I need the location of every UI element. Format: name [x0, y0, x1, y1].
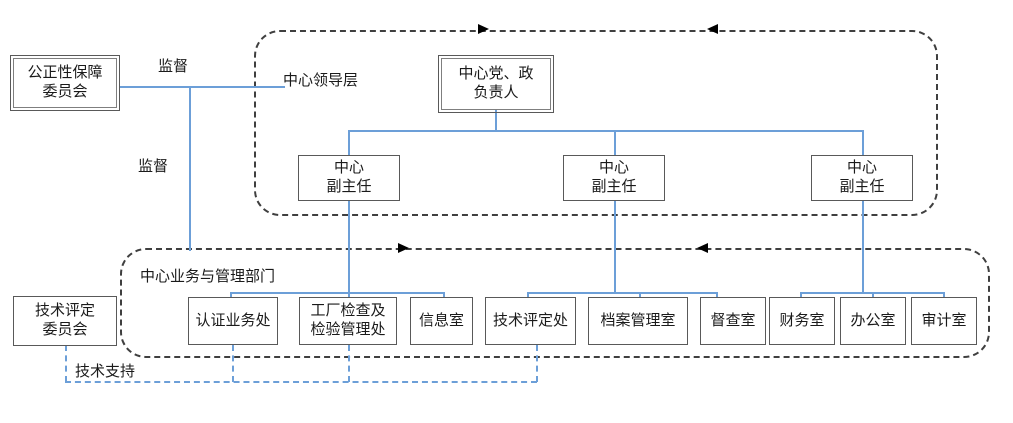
- box-department-supervision[interactable]: 督查室: [700, 297, 766, 345]
- group-leadership-boundary: [254, 30, 938, 216]
- tech-support-riser-cert: [232, 345, 234, 382]
- box-department-tech-evaluation-label: 技术评定处: [492, 312, 568, 329]
- box-impartiality-committee[interactable]: 公正性保障 委员会: [10, 55, 120, 111]
- box-department-office[interactable]: 办公室: [840, 297, 906, 345]
- box-deputy-director-3-label: 中心 副主任: [839, 160, 885, 195]
- box-department-information-label: 信息室: [418, 312, 464, 329]
- tech-support-riser-factory: [348, 345, 350, 382]
- arrow-left-leadership-icon: [707, 24, 718, 34]
- tech-support-riser-tech: [536, 345, 538, 382]
- box-party-admin-head[interactable]: 中心党、政 负责人: [438, 55, 554, 113]
- box-department-archives-label: 档案管理室: [600, 312, 676, 329]
- box-department-tech-evaluation[interactable]: 技术评定处: [485, 297, 576, 345]
- box-department-certification-label: 认证业务处: [195, 312, 271, 329]
- deputy-2-to-departments-line: [614, 200, 616, 293]
- box-party-admin-head-label: 中心党、政 负责人: [458, 66, 534, 101]
- arrow-right-departments-icon: [398, 243, 409, 253]
- dept-bus-group-1: [230, 292, 445, 294]
- edge-label-supervise-top: 监督: [158, 59, 189, 75]
- box-department-finance[interactable]: 财务室: [769, 297, 835, 345]
- box-department-factory-inspection-label: 工厂检查及 检验管理处: [310, 303, 386, 338]
- box-department-audit[interactable]: 审计室: [911, 297, 977, 345]
- box-deputy-director-2[interactable]: 中心 副主任: [563, 155, 665, 201]
- box-department-finance-label: 财务室: [779, 312, 825, 329]
- edge-label-supervise-bottom: 监督: [138, 159, 169, 175]
- group-label-departments: 中心业务与管理部门: [140, 269, 276, 285]
- box-deputy-director-2-label: 中心 副主任: [591, 160, 637, 195]
- box-department-information[interactable]: 信息室: [410, 297, 473, 345]
- box-department-archives[interactable]: 档案管理室: [588, 297, 688, 345]
- box-deputy-director-1-label: 中心 副主任: [326, 160, 372, 195]
- box-tech-committee[interactable]: 技术评定 委员会: [13, 296, 117, 346]
- deputies-bus-line: [348, 130, 864, 132]
- arrow-right-leadership-icon: [478, 24, 489, 34]
- box-department-factory-inspection[interactable]: 工厂检查及 检验管理处: [299, 297, 397, 345]
- dept-bus-group-2: [527, 292, 718, 294]
- box-department-supervision-label: 督查室: [710, 312, 756, 329]
- supervise-line-vertical: [189, 86, 191, 251]
- deputy-3-to-departments-line: [862, 200, 864, 293]
- deputy-1-drop-line: [348, 130, 350, 155]
- supervise-line-horizontal: [119, 86, 285, 88]
- edge-label-tech-support: 技术支持: [75, 364, 136, 380]
- box-department-audit-label: 审计室: [921, 312, 967, 329]
- box-deputy-director-3[interactable]: 中心 副主任: [811, 155, 913, 201]
- arrow-left-departments-icon: [697, 243, 708, 253]
- group-label-leadership: 中心领导层: [283, 73, 359, 89]
- box-tech-committee-label: 技术评定 委员会: [34, 303, 95, 338]
- deputy-1-to-departments-line: [348, 200, 350, 293]
- head-stem-line: [495, 110, 497, 131]
- tech-support-horizontal-line: [65, 381, 537, 383]
- box-impartiality-committee-label: 公正性保障 委员会: [27, 65, 103, 100]
- box-department-certification[interactable]: 认证业务处: [188, 297, 278, 345]
- group-departments-boundary: [120, 248, 990, 358]
- deputy-2-drop-line: [614, 130, 616, 155]
- box-deputy-director-1[interactable]: 中心 副主任: [298, 155, 400, 201]
- box-department-office-label: 办公室: [850, 312, 896, 329]
- deputy-3-drop-line: [862, 130, 864, 155]
- tech-support-stem-line: [65, 345, 67, 382]
